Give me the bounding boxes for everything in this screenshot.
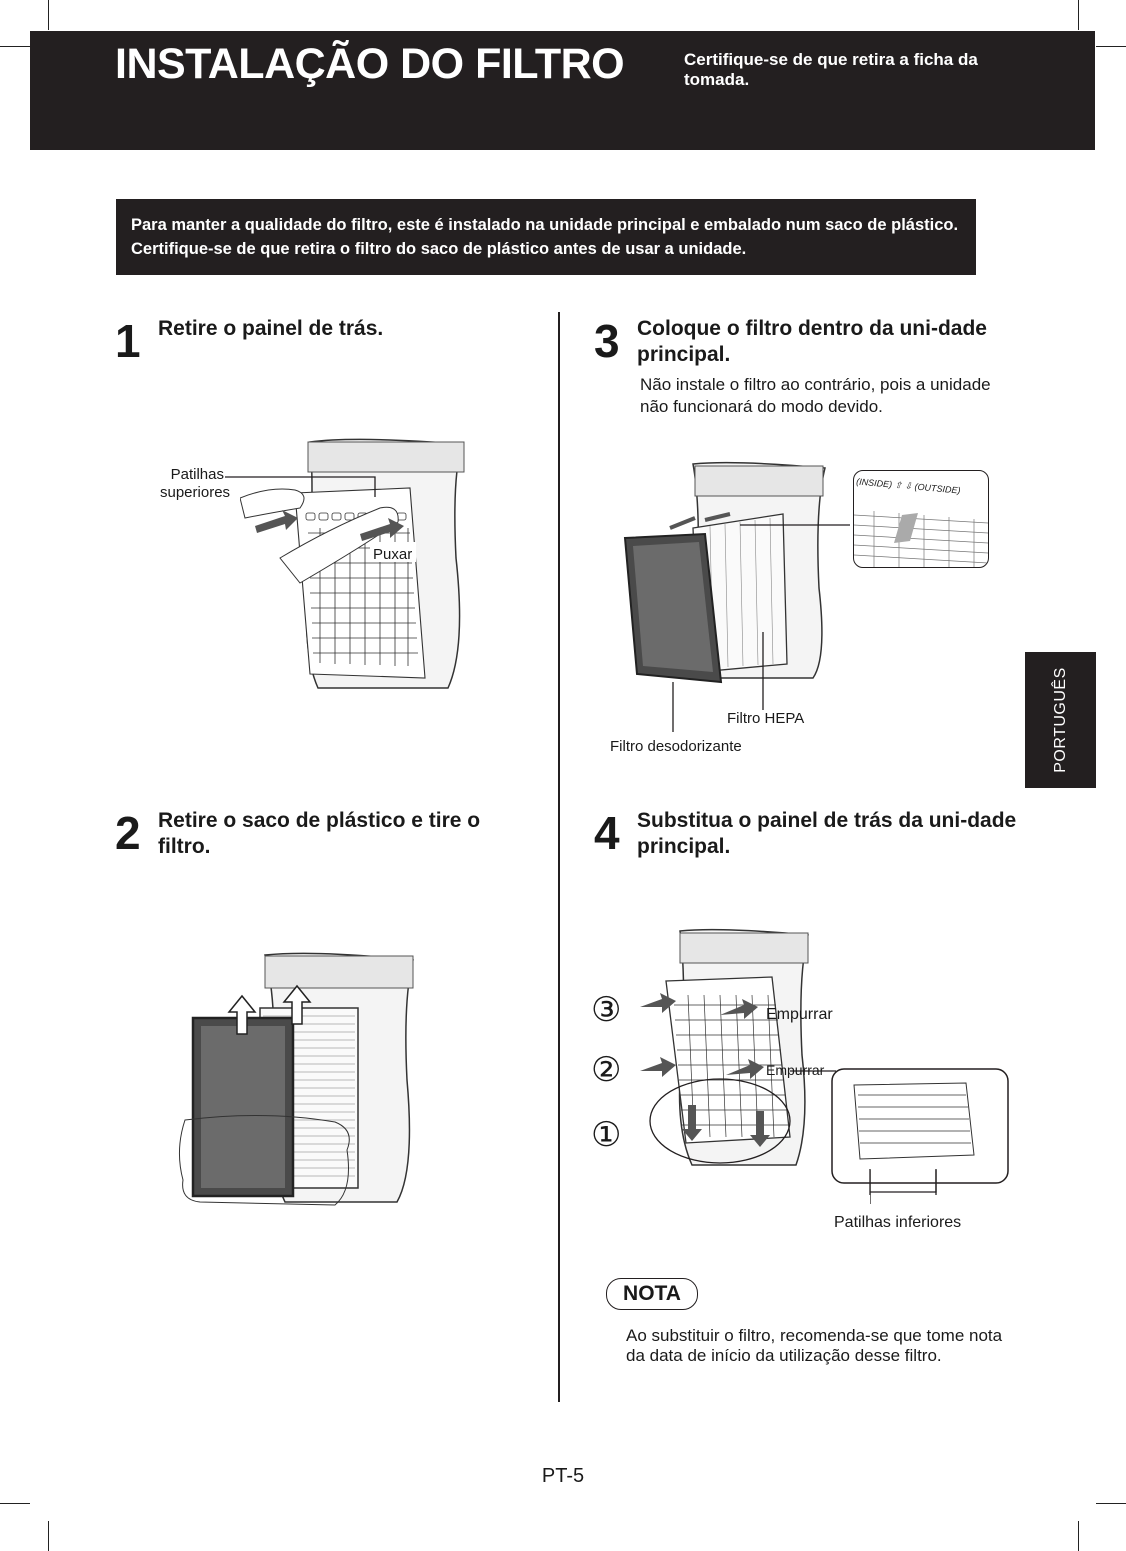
deodorizing-filter-label: Filtro desodorizante: [610, 738, 742, 756]
bottom-tabs-leader: [870, 1170, 940, 1210]
intro-text: Para manter a qualidade do filtro, este …: [131, 213, 966, 261]
filter-marking-inset: (INSIDE) ⇧ ⇩ (OUTSIDE): [853, 470, 989, 568]
inside-marking: (INSIDE): [856, 476, 893, 489]
language-tab: PORTUGUÊS: [1025, 652, 1096, 788]
intro-box: Para manter a qualidade do filtro, este …: [116, 199, 976, 275]
step-1-title: Retire o painel de trás.: [158, 316, 538, 342]
step-3-title: Coloque o filtro dentro da uni-dade prin…: [637, 316, 997, 368]
step-3-description: Não instale o filtro ao contrário, pois …: [640, 374, 1015, 418]
step-2-illustration: [175, 950, 425, 1210]
note-text: Ao substituir o filtro, recomenda-se que…: [626, 1326, 1006, 1366]
column-divider: [558, 312, 560, 1402]
order-1-marker: ①: [591, 1115, 621, 1155]
note-badge: NOTA: [606, 1278, 698, 1310]
order-2-marker: ②: [591, 1050, 621, 1090]
header-note: Certifique-se de que retira a ficha da t…: [684, 50, 1024, 90]
step-4-title: Substitua o painel de trás da uni-dade p…: [637, 808, 1017, 860]
bottom-tabs-label: Patilhas inferiores: [834, 1214, 961, 1232]
hepa-filter-label: Filtro HEPA: [727, 710, 804, 728]
push-label-1: Empurrar: [766, 1006, 833, 1024]
step-2-number: 2: [115, 810, 141, 856]
push-label-2: Empurrar: [766, 1061, 824, 1079]
top-tabs-leader: [225, 472, 385, 502]
step-1-number: 1: [115, 318, 141, 364]
step-3-number: 3: [594, 318, 620, 364]
step-2-title: Retire o saco de plástico e tire o filtr…: [158, 808, 538, 860]
page-number: PT-5: [0, 1465, 1126, 1488]
top-tabs-label: Patilhas superiores: [160, 466, 224, 502]
language-tab-label: PORTUGUÊS: [1052, 667, 1070, 773]
step-4-number: 4: [594, 810, 620, 856]
step-4-illustration: [640, 925, 1010, 1195]
page-title: INSTALAÇÃO DO FILTRO: [115, 40, 624, 89]
order-3-marker: ③: [591, 990, 621, 1030]
pull-label: Puxar: [373, 546, 412, 564]
